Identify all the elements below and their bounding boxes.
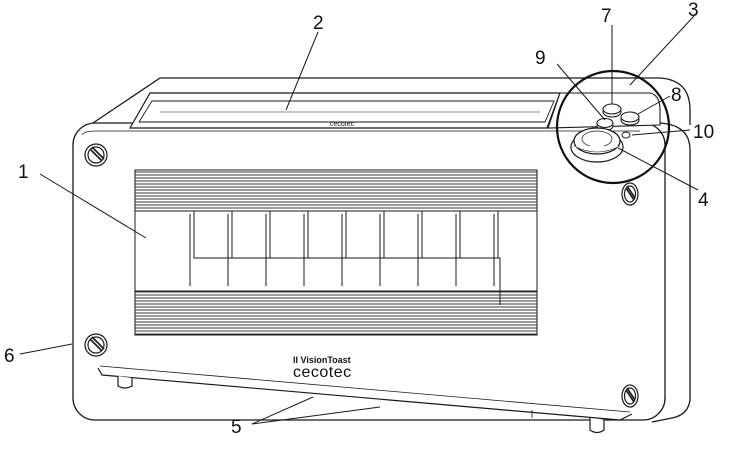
leader-9 <box>556 63 606 121</box>
cancel-button[interactable] <box>602 103 622 118</box>
leader-4 <box>617 147 699 191</box>
leader-6 <box>19 343 73 355</box>
leader-2 <box>285 31 319 111</box>
controls-highlight-circle <box>555 69 671 185</box>
heating-elements <box>189 211 501 305</box>
callout-10: 10 <box>693 122 714 143</box>
screw-top-left <box>84 143 108 167</box>
callout-2: 2 <box>313 13 324 34</box>
top-brand-label: cecotec <box>330 121 355 128</box>
screw-top-right <box>621 182 639 206</box>
window-top-vent <box>134 169 538 212</box>
model-label: II VisionToast <box>293 355 351 365</box>
callout-1: 1 <box>18 162 29 183</box>
callout-9: 9 <box>535 48 546 69</box>
foot-right <box>589 418 605 434</box>
foot-left <box>117 376 133 389</box>
callout-6: 6 <box>4 346 15 367</box>
window-glass <box>134 210 538 292</box>
browning-dial[interactable] <box>570 127 624 163</box>
leader-5a <box>251 396 314 425</box>
leader-1 <box>39 173 147 239</box>
leader-3 <box>629 15 695 86</box>
reheat-button[interactable] <box>620 111 640 126</box>
bread-slot <box>128 92 561 129</box>
callout-8: 8 <box>671 85 682 106</box>
leader-10 <box>631 129 691 136</box>
screw-bottom-right <box>621 384 639 408</box>
leader-lines <box>19 15 699 425</box>
leader-5b <box>251 406 381 425</box>
indicator-light <box>621 131 631 139</box>
defrost-button[interactable] <box>596 117 614 132</box>
brand-label: cecotec <box>293 364 352 381</box>
screw-bottom-left <box>84 333 108 357</box>
window-bottom-vent <box>134 290 538 336</box>
callout-4: 4 <box>698 190 709 211</box>
leader-8 <box>637 95 671 115</box>
callout-5: 5 <box>231 417 242 438</box>
viewing-window <box>134 169 538 336</box>
callout-3: 3 <box>688 0 699 21</box>
crumb-tray[interactable] <box>97 365 633 421</box>
callout-7: 7 <box>601 6 612 27</box>
